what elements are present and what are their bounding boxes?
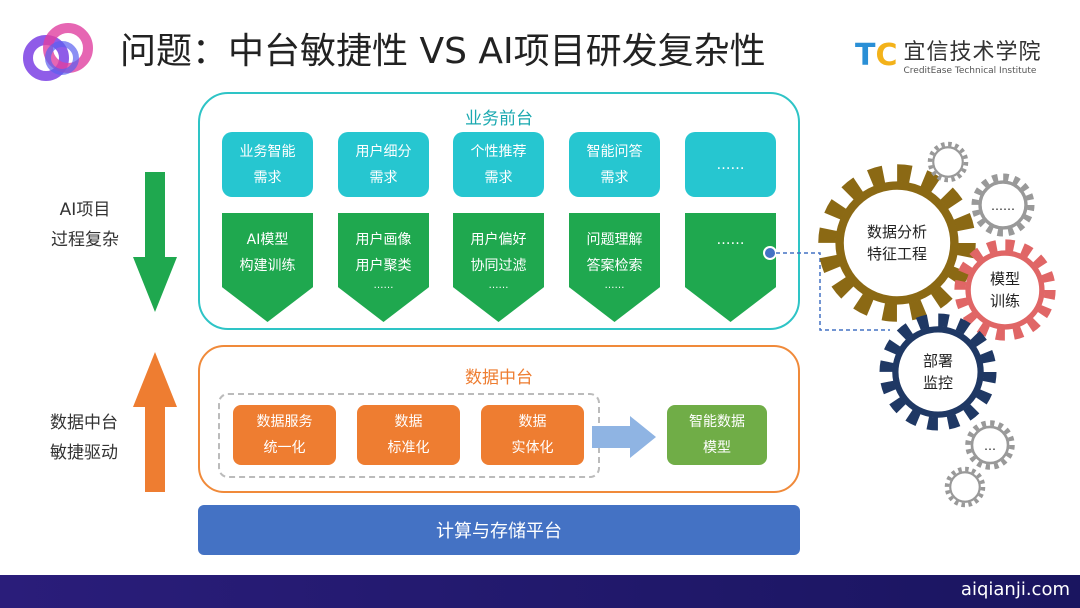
- right-arrow-icon: [592, 416, 656, 458]
- gear-icon: [971, 173, 1035, 237]
- footer-text: aiqianji.com: [960, 579, 1070, 600]
- page-title: 问题：中台敏捷性 VS AI项目研发复杂性: [120, 31, 766, 72]
- left-label-data: 数据中台敏捷驱动: [50, 413, 118, 463]
- brand-sub: CreditEase Technical Institute: [903, 66, 1037, 76]
- data-middle-panel: 数据中台: [198, 345, 800, 493]
- data-item: 数据服务统一化: [233, 405, 336, 465]
- data-item: 数据实体化: [481, 405, 584, 465]
- footer-bar: aiqianji.com: [0, 575, 1080, 608]
- gear-icon: [927, 141, 969, 183]
- gear-label-train: 模型训练: [989, 269, 1020, 311]
- platform-bar: 计算与存储平台: [198, 505, 800, 555]
- connector-line: [776, 252, 890, 331]
- business-front-panel: 业务前台: [198, 92, 800, 330]
- business-need: 业务智能需求: [222, 132, 313, 197]
- gears-diagram: [763, 141, 1056, 508]
- up-arrow-icon: [133, 352, 177, 492]
- business-need: 智能问答需求: [569, 132, 660, 197]
- gear-icon: [965, 420, 1015, 470]
- business-need: ……: [685, 132, 776, 197]
- gear-icon: [944, 466, 986, 508]
- logo-icon: [23, 23, 93, 81]
- data-item: 数据标准化: [357, 405, 460, 465]
- business-need: 用户细分需求: [338, 132, 429, 197]
- gear-label-main: 数据分析特征工程: [866, 222, 927, 264]
- connector-dot: [763, 246, 777, 260]
- gear-icon: [818, 164, 976, 322]
- business-need: 个性推荐需求: [453, 132, 544, 197]
- brand-tc-icon: TC: [855, 37, 898, 73]
- gear-label-deploy: 部署监控: [922, 351, 953, 393]
- data-title: 数据中台: [465, 368, 533, 388]
- front-title: 业务前台: [465, 109, 533, 129]
- gear-label-more1: ……: [991, 198, 1015, 213]
- gear-label-more2: …: [984, 438, 996, 453]
- gear-icon: [879, 313, 997, 431]
- brand-logo: TC 宜信技术学院 CreditEase Technical Institute: [855, 34, 1042, 77]
- brand-name: 宜信技术学院: [903, 40, 1042, 65]
- gear-icon: [954, 239, 1056, 341]
- left-label-ai: AI项目过程复杂: [51, 200, 119, 250]
- down-arrow-icon: [133, 172, 177, 312]
- smart-data-model: 智能数据模型: [667, 405, 767, 465]
